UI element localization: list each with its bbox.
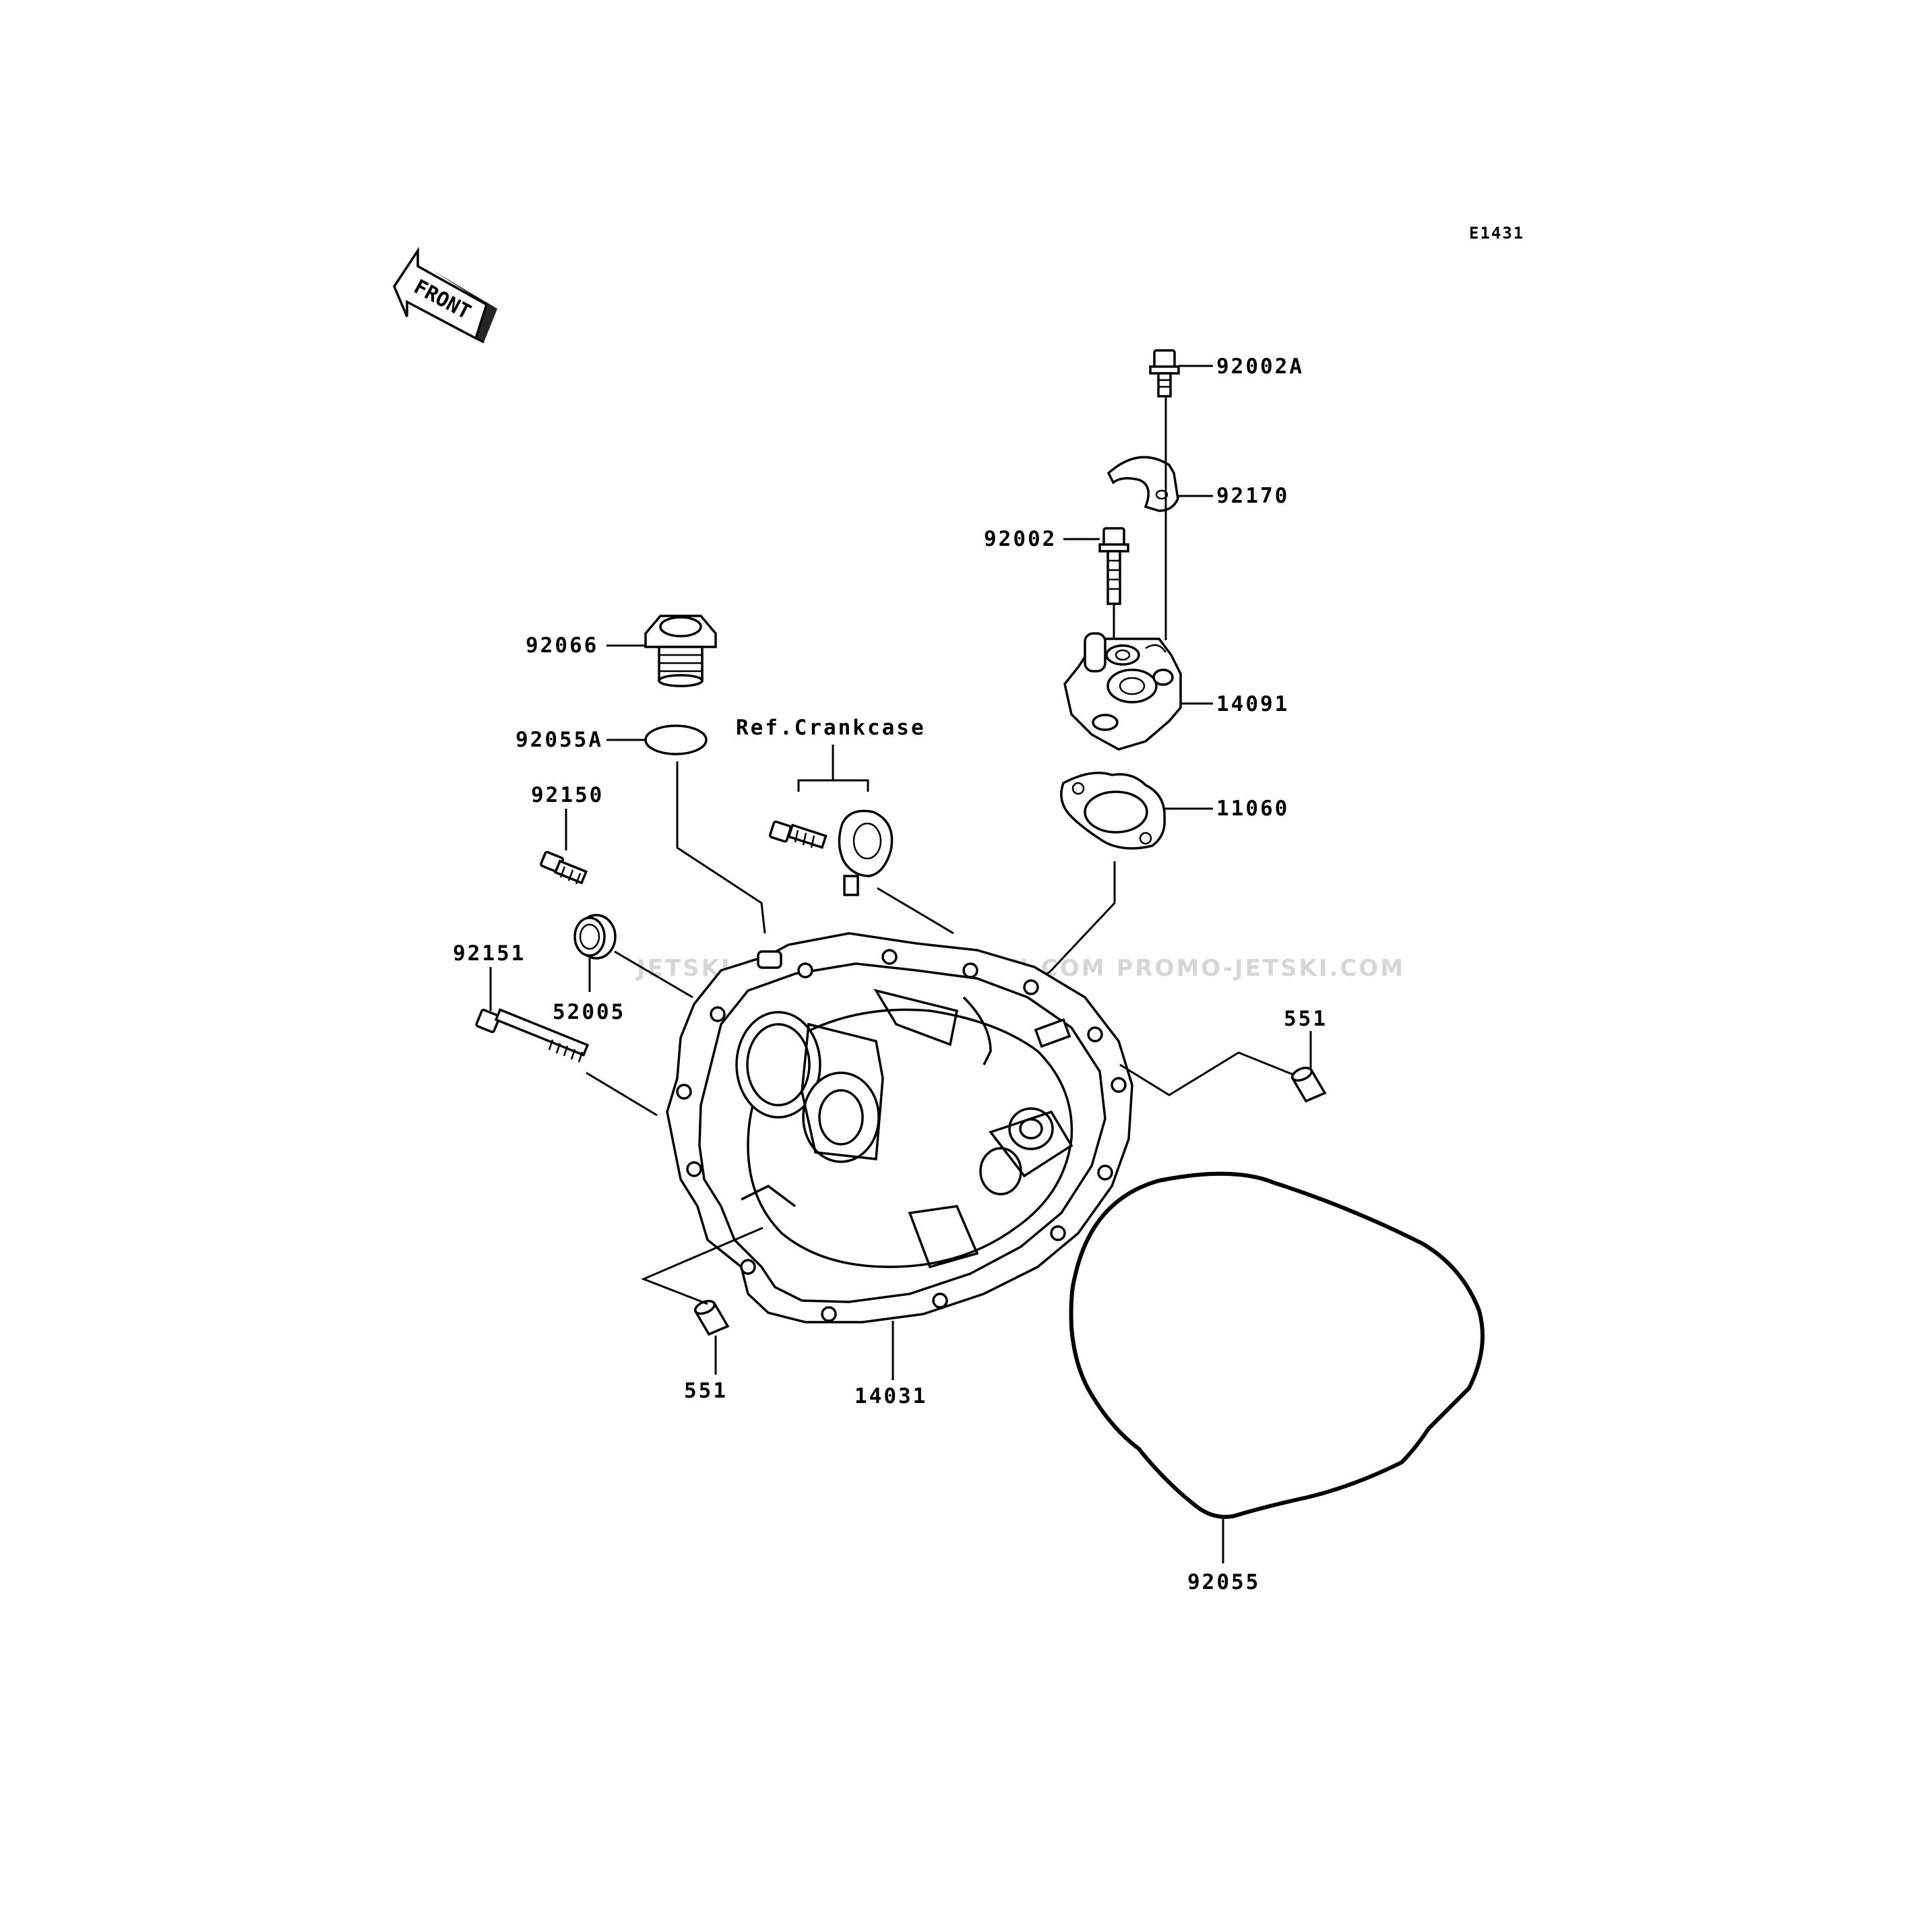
oring-92055A: [644, 724, 708, 755]
label-52005: 52005: [553, 1000, 625, 1024]
bolt-92002: [1098, 527, 1129, 605]
label-92150: 92150: [531, 783, 604, 807]
label-14031: 14031: [854, 1384, 927, 1408]
label-92002: 92002: [984, 527, 1057, 551]
plug-92066: [644, 615, 717, 687]
ref-crankcase-label: Ref.Crankcase: [736, 716, 926, 740]
bolt-92002A: [1149, 349, 1180, 398]
label-92170: 92170: [1216, 484, 1289, 508]
front-arrow-icon: FRONT: [393, 247, 497, 344]
bolt-92150: [540, 850, 588, 885]
dowel-551-right: [1290, 1066, 1327, 1103]
label-92151: 92151: [453, 941, 526, 966]
label-92002A: 92002A: [1216, 354, 1304, 379]
label-11060: 11060: [1216, 797, 1289, 821]
label-551-left: 551: [684, 1379, 728, 1403]
seal-52005: [573, 914, 617, 960]
bolt-crankcase: [768, 820, 828, 849]
label-92055: 92055: [1187, 1570, 1260, 1594]
gasket-11060: [1060, 772, 1166, 850]
label-92055A: 92055A: [516, 728, 603, 752]
diagram-code: E1431: [1469, 224, 1524, 243]
dowel-551-left: [693, 1299, 730, 1336]
bracket-crankcase: [838, 809, 894, 896]
clamp-92170: [1107, 456, 1179, 512]
label-92066: 92066: [526, 633, 598, 658]
housing-14091: [1063, 632, 1182, 751]
cover-14031: [666, 932, 1133, 1323]
label-14091: 14091: [1216, 692, 1289, 716]
label-551-right: 551: [1284, 1007, 1328, 1031]
gasket-92055: [1069, 1171, 1485, 1519]
bolt-92151: [475, 1008, 590, 1063]
